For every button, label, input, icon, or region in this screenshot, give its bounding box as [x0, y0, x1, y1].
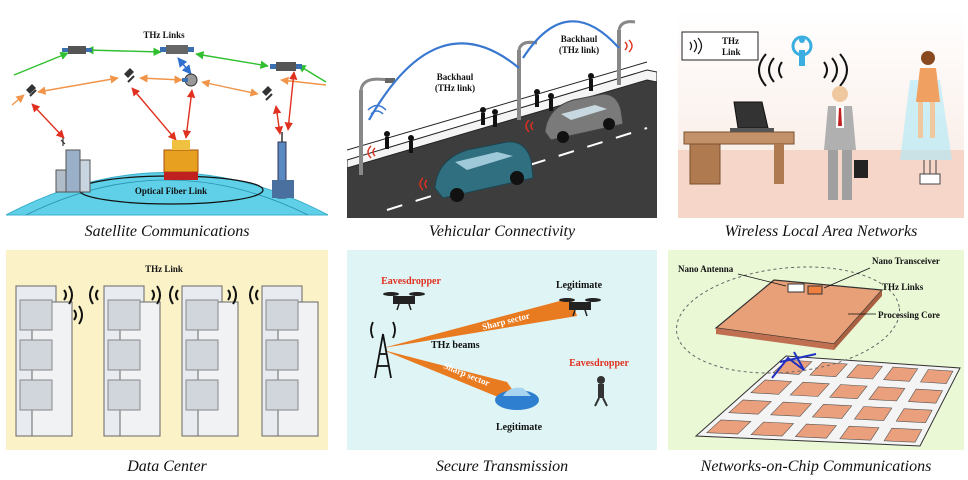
thz-links-label: THz Links: [882, 282, 924, 292]
tower-icon: [272, 132, 294, 199]
legend-label-a: THz: [722, 36, 739, 46]
core-tile: [811, 403, 853, 419]
core-tile: [919, 369, 954, 384]
secure-panel: Sharp sector Sharp sector THz beams Eave…: [347, 250, 657, 450]
eavesdropper-label-1: Eavesdropper: [381, 276, 441, 287]
wlan-panel: THz Link: [678, 10, 964, 218]
city-buildings-icon: [55, 138, 91, 193]
nano-antenna-label: Nano Antenna: [678, 264, 734, 274]
caption-satellite: Satellite Communications: [84, 223, 250, 240]
server-rack-icon: [103, 285, 161, 437]
core-tile: [839, 425, 880, 441]
sidewalk: [347, 69, 657, 169]
drone-icon: [383, 292, 425, 311]
street-lamp-icon: [617, 20, 636, 85]
backhaul-label-2: Backhaul: [561, 34, 598, 44]
cell-tower-icon: [370, 321, 396, 379]
datacenter-panel: THz Link: [6, 250, 328, 450]
car-icon: [495, 387, 539, 410]
satellite-icon: [62, 46, 92, 54]
pedestrian-icon: [384, 73, 594, 153]
signal-icon: [758, 53, 848, 87]
drone-icon: [559, 298, 601, 317]
server-rack-icon: [181, 285, 239, 437]
core-tile: [883, 366, 919, 382]
processing-core-label: Processing Core: [878, 310, 940, 320]
noc-panel: Nano Antenna Nano Transceiver THz Links …: [668, 250, 964, 450]
person-icon: [824, 86, 868, 200]
desk-icon: [683, 131, 795, 185]
nano-antenna-icon: [787, 283, 805, 293]
signal-icon: [63, 285, 259, 325]
car-icon: [544, 93, 624, 143]
eavesdropper-label-2: Eavesdropper: [569, 358, 629, 369]
core-tile: [895, 408, 933, 424]
vehicular-panel: Backhaul (THz link) Backhaul (THz link): [347, 10, 657, 218]
beam-lower: [383, 350, 525, 408]
backhaul-label-1b: (THz link): [435, 83, 475, 93]
core-tile: [829, 384, 868, 400]
satellite-icon: [270, 62, 302, 71]
person-icon: [594, 376, 608, 407]
core-tile: [728, 399, 772, 415]
satellite-panel: Optical Fiber Link THz Links: [6, 10, 328, 218]
satellite-icon: [160, 45, 194, 54]
signal-icon: [367, 39, 633, 191]
caption-noc: Networks-on-Chip Communications: [700, 458, 932, 475]
core-tile: [868, 386, 906, 402]
core-tile: [750, 379, 793, 395]
ship-icon: [163, 140, 199, 180]
satellite-icon: [124, 68, 135, 83]
laptop-icon: [730, 101, 774, 132]
legitimate-label-1: Legitimate: [556, 280, 603, 291]
backhaul-label-1: Backhaul: [437, 72, 474, 82]
access-point-icon: [791, 35, 813, 66]
core-tile: [846, 364, 883, 380]
legend-box: [681, 31, 759, 61]
legitimate-label-2: Legitimate: [496, 422, 543, 433]
car-icon: [434, 141, 534, 202]
nano-transceiver-label: Nano Transceiver: [872, 256, 940, 266]
satellite-icon: [182, 73, 198, 87]
caption-wlan: Wireless Local Area Networks: [724, 223, 918, 240]
thz-links-label: THz Links: [143, 30, 185, 40]
core-tile: [770, 401, 813, 417]
caption-secure: Secure Transmission: [435, 458, 569, 475]
caption-datacenter: Data Center: [127, 458, 207, 475]
server-rack-icon: [15, 285, 73, 437]
nano-transceiver-icon: [807, 285, 823, 295]
person-icon: [900, 51, 952, 160]
server-rack-icon: [261, 285, 319, 437]
fiber-label: Optical Fiber Link: [135, 186, 207, 196]
router-icon: [919, 160, 941, 185]
signal-icon: [689, 37, 703, 55]
street-lamp-icon: [359, 77, 395, 175]
core-tile: [883, 427, 923, 443]
core-tile: [809, 361, 848, 378]
caption-vehicular: Vehicular Connectivity: [428, 223, 576, 240]
thz-beams-label: THz beams: [431, 340, 480, 351]
core-tile: [705, 419, 752, 435]
core-tile: [853, 406, 893, 421]
legend-label-b: Link: [722, 47, 741, 57]
core-tile: [907, 388, 943, 404]
satellite-icon: [262, 86, 273, 101]
signal-icon: [367, 104, 387, 115]
beam-upper: [383, 298, 577, 348]
core-tile: [789, 381, 830, 397]
core-tiles: [705, 359, 954, 443]
satellite-icon: [26, 84, 37, 97]
backhaul-label-2b: (THz link): [559, 45, 599, 55]
core-tile: [794, 423, 837, 439]
core-tile: [750, 421, 795, 437]
thz-link-label: THz Link: [145, 264, 183, 274]
thz-link-lines: [771, 351, 817, 379]
